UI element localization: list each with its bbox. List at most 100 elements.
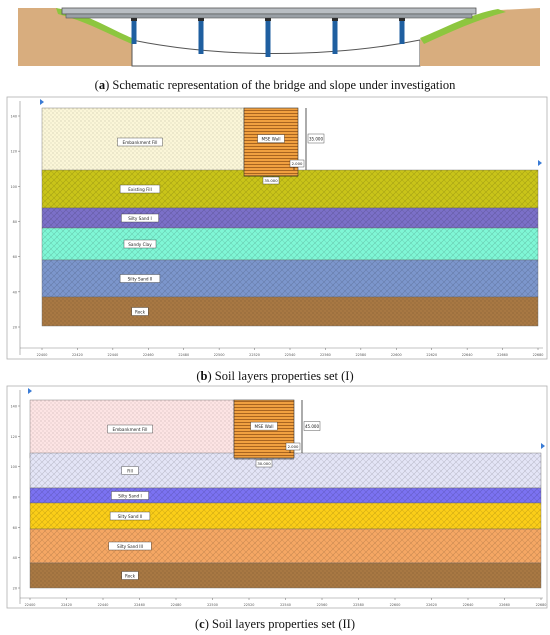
caption-a: (a) Schematic representation of the brid…	[95, 78, 456, 92]
layer-label-box	[119, 274, 161, 283]
pier-cap	[265, 18, 271, 21]
y-tick-label: 40	[13, 556, 17, 560]
layer-label-box	[119, 184, 161, 194]
wall-label: MSE Wall	[254, 424, 273, 429]
right-slope-soil	[420, 8, 540, 66]
soil-layer-texture	[30, 503, 541, 529]
boundary-marker	[28, 388, 32, 394]
layer-label: Silty Sand II	[128, 277, 153, 282]
layer-label: Silty Sand II	[118, 514, 143, 519]
dim-width-value: 30.000	[257, 461, 271, 466]
x-tick-label: 22560	[317, 603, 328, 607]
dim-height-value: 45.000	[305, 424, 319, 429]
pier-cap	[198, 18, 204, 21]
layer-label-box	[107, 424, 153, 434]
dim-box	[289, 159, 305, 168]
y-tick-label: 120	[11, 150, 17, 154]
caption-c: (c) Soil layers properties set (II)	[195, 617, 355, 631]
pier	[399, 21, 405, 44]
right-slope-grass	[420, 9, 506, 44]
x-tick-label: 22480	[171, 603, 182, 607]
x-tick-label: 22620	[426, 603, 437, 607]
layer-label-box	[117, 137, 163, 147]
layer-label-box	[131, 307, 149, 316]
wall-label-box	[250, 421, 278, 431]
soil-layer-texture	[30, 488, 541, 503]
soil-layer-texture	[42, 208, 538, 228]
x-tick-label: 22460	[134, 603, 145, 607]
boundary-marker	[40, 99, 44, 105]
y-tick-label: 140	[11, 115, 17, 119]
soil-layer-texture	[30, 529, 541, 563]
layer-label-box	[121, 213, 159, 223]
dim-step-value: 2.000	[288, 444, 299, 449]
caption-b: (b) Soil layers properties set (I)	[196, 369, 353, 383]
x-tick-label: 22680	[533, 353, 544, 357]
y-tick-label: 20	[13, 587, 17, 591]
layer-label: Embankment Fill	[113, 427, 148, 432]
dim-step-value: 2.000	[292, 161, 303, 166]
dim-box	[307, 133, 325, 144]
x-tick-label: 22560	[320, 353, 331, 357]
y-tick-label: 100	[11, 185, 17, 189]
y-tick-label: 120	[11, 435, 17, 439]
x-tick-label: 22440	[107, 353, 118, 357]
x-tick-label: 22540	[285, 353, 296, 357]
x-tick-label: 22500	[214, 353, 225, 357]
x-tick-label: 22600	[390, 603, 401, 607]
x-tick-label: 22660	[497, 353, 508, 357]
soil-layer-texture	[42, 260, 538, 297]
x-tick-label: 22400	[25, 603, 36, 607]
layer-label-box	[109, 511, 151, 521]
x-tick-label: 22620	[426, 353, 437, 357]
layer-label: Rock	[125, 574, 136, 579]
layer-label: Rock	[135, 310, 146, 315]
x-tick-label: 22500	[207, 603, 218, 607]
boundary-marker	[538, 160, 542, 166]
x-tick-label: 22420	[72, 353, 83, 357]
x-tick-label: 22540	[280, 603, 291, 607]
bridge-piers	[131, 18, 405, 57]
dim-box	[255, 459, 273, 468]
x-tick-label: 22640	[463, 603, 474, 607]
left-slope-soil	[18, 8, 132, 66]
pier	[198, 21, 204, 54]
y-tick-label: 60	[13, 526, 17, 530]
layer-label: Existing Fill	[128, 187, 152, 192]
x-tick-label: 22480	[178, 353, 189, 357]
layer-label-box	[111, 491, 149, 500]
pier-cap	[399, 18, 405, 21]
layer-label-box	[123, 239, 157, 249]
y-tick-label: 100	[11, 465, 17, 469]
dim-height-value: 35.000	[309, 137, 323, 142]
boundary-marker	[541, 443, 545, 449]
pier	[332, 21, 338, 54]
y-tick-label: 80	[13, 496, 17, 500]
x-tick-label: 22460	[143, 353, 154, 357]
pier-cap	[332, 18, 338, 21]
layer-label: Silty Sand I	[118, 494, 142, 499]
x-tick-label: 22660	[499, 603, 510, 607]
dim-box	[303, 421, 321, 431]
x-tick-label: 22520	[249, 353, 260, 357]
wall-label: MSE Wall	[261, 137, 280, 142]
layer-label: Sandy Clay	[128, 242, 152, 247]
x-tick-label: 22520	[244, 603, 255, 607]
x-tick-label: 22600	[391, 353, 402, 357]
bridge-deck	[61, 7, 477, 15]
x-tick-label: 22440	[98, 603, 109, 607]
soil-layer-texture	[42, 297, 538, 326]
layer-label: Fill	[127, 469, 133, 474]
y-tick-label: 40	[13, 290, 17, 294]
dim-box	[262, 176, 280, 185]
x-tick-label: 22680	[536, 603, 547, 607]
x-tick-label: 22640	[462, 353, 473, 357]
dim-box	[285, 442, 301, 451]
layer-label-box	[121, 571, 139, 580]
x-tick-label: 22580	[353, 603, 364, 607]
x-tick-label: 22420	[61, 603, 72, 607]
wall-label-box	[257, 134, 285, 143]
layer-label: Embankment Fill	[123, 140, 158, 145]
